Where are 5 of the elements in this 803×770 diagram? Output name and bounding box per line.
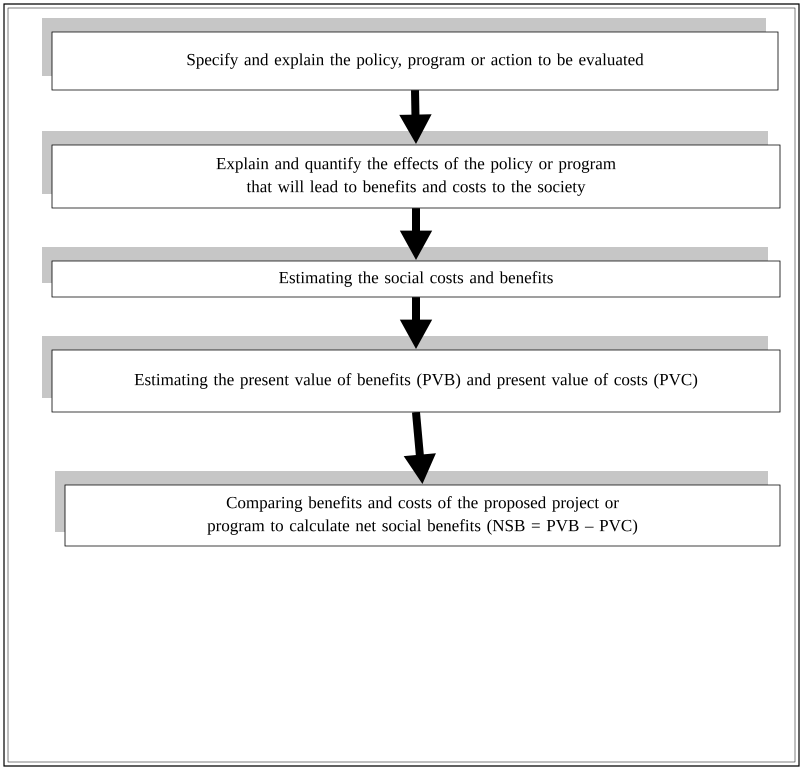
process-box: Estimating the social costs and benefits (42, 247, 780, 298)
process-box: Comparing benefits and costs of the proposed project or program to calculate net social benefits (NSB = PVB – PVC) (55, 471, 780, 546)
process-box: Estimating the present value of benefits (PVB) and present value of costs (PVC) (42, 336, 780, 412)
process-box: Specify and explain the policy, program or action to be evaluated (42, 18, 778, 90)
process-box: Explain and quantify the effects of the policy or program that will lead to benefits and costs to the society (42, 131, 780, 208)
